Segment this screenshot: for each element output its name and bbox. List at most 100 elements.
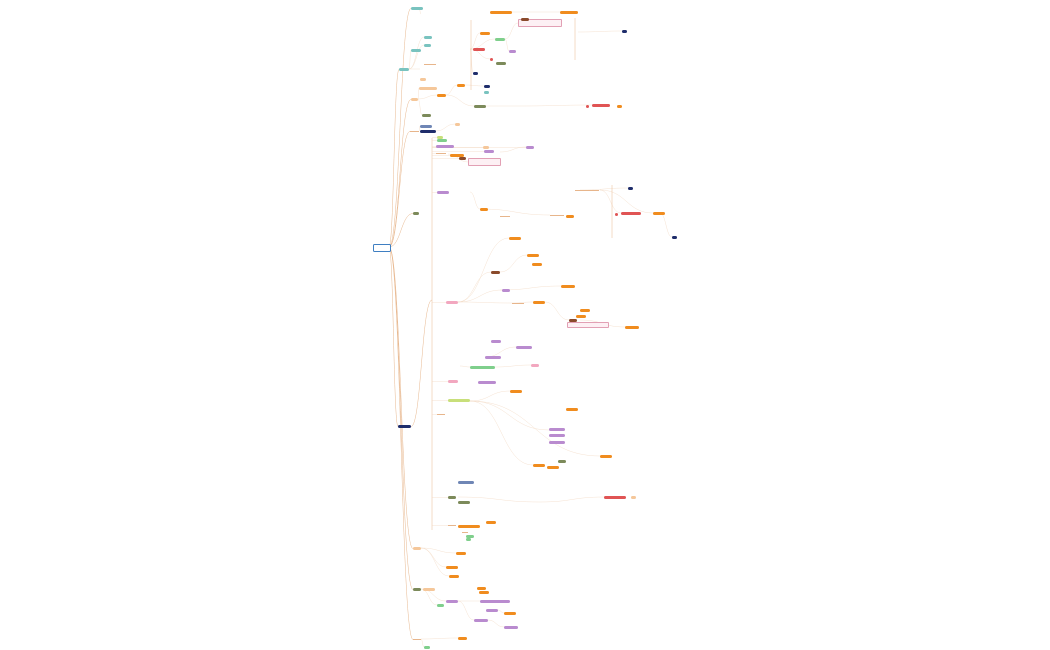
topic-node[interactable]	[420, 120, 432, 122]
topic-node[interactable]	[411, 49, 421, 52]
topic-node[interactable]	[672, 236, 677, 239]
topic-node[interactable]	[550, 214, 564, 216]
topic-node[interactable]	[424, 44, 431, 47]
topic-node[interactable]	[502, 289, 510, 292]
topic-node[interactable]	[479, 321, 489, 323]
topic-node[interactable]	[529, 381, 539, 383]
topic-node[interactable]	[457, 84, 465, 87]
topic-node[interactable]	[526, 146, 534, 149]
topic-node[interactable]	[540, 30, 552, 32]
topic-node[interactable]	[535, 375, 545, 377]
topic-node[interactable]	[446, 301, 458, 304]
topic-node[interactable]	[509, 50, 516, 53]
topic-node[interactable]	[500, 215, 510, 217]
topic-node[interactable]	[600, 455, 612, 458]
topic-node[interactable]	[507, 163, 517, 165]
topic-node[interactable]	[474, 619, 488, 622]
topic-node[interactable]	[546, 484, 556, 486]
topic-node[interactable]	[500, 220, 510, 222]
topic-node[interactable]	[504, 612, 516, 615]
topic-node[interactable]	[463, 167, 473, 169]
topic-node[interactable]	[428, 68, 440, 70]
topic-node[interactable]	[545, 165, 555, 167]
topic-node[interactable]	[524, 266, 534, 268]
topic-node[interactable]	[448, 524, 456, 526]
topic-node[interactable]	[510, 390, 522, 393]
topic-node[interactable]	[487, 213, 497, 215]
topic-node[interactable]	[458, 637, 467, 640]
topic-node[interactable]	[477, 587, 486, 590]
topic-node[interactable]	[491, 271, 500, 274]
topic-node[interactable]	[509, 431, 519, 433]
topic-node[interactable]	[518, 272, 528, 274]
topic-node[interactable]	[424, 36, 432, 39]
topic-node[interactable]	[437, 604, 444, 607]
topic-node[interactable]	[432, 56, 444, 58]
topic-node[interactable]	[510, 103, 522, 105]
topic-node[interactable]	[510, 380, 520, 382]
topic-node[interactable]	[448, 380, 458, 383]
topic-node[interactable]	[515, 425, 525, 427]
topic-node[interactable]	[489, 481, 499, 483]
topic-node[interactable]	[533, 301, 545, 304]
topic-node[interactable]	[562, 268, 572, 270]
topic-node[interactable]	[482, 168, 492, 170]
topic-node[interactable]	[481, 219, 491, 221]
topic-node[interactable]	[622, 30, 627, 33]
topic-node[interactable]	[495, 38, 505, 41]
topic-node[interactable]	[449, 575, 459, 578]
topic-node[interactable]	[491, 379, 501, 381]
topic-node[interactable]	[562, 102, 574, 104]
topic-node[interactable]	[496, 62, 506, 65]
topic-node[interactable]	[440, 88, 452, 90]
topic-node[interactable]	[506, 214, 516, 216]
topic-node[interactable]	[411, 7, 423, 10]
topic-node[interactable]	[566, 408, 578, 411]
topic-node[interactable]	[575, 189, 599, 191]
topic-node[interactable]	[464, 486, 474, 488]
topic-node[interactable]	[547, 433, 557, 435]
topic-node[interactable]	[628, 187, 633, 190]
topic-node[interactable]	[615, 213, 618, 216]
topic-node[interactable]	[419, 87, 437, 90]
topic-node[interactable]	[420, 130, 436, 133]
topic-node[interactable]	[516, 346, 532, 349]
topic-node[interactable]	[561, 319, 571, 321]
topic-node[interactable]	[432, 52, 444, 54]
topic-node[interactable]	[455, 123, 460, 126]
topic-node[interactable]	[448, 496, 456, 499]
root-topic[interactable]	[373, 244, 391, 252]
topic-node[interactable]	[653, 212, 665, 215]
topic-node[interactable]	[519, 221, 529, 223]
topic-node[interactable]	[413, 588, 421, 591]
topic-node[interactable]	[508, 482, 518, 484]
topic-node[interactable]	[564, 166, 574, 168]
topic-node[interactable]	[430, 72, 442, 74]
topic-node[interactable]	[437, 136, 443, 139]
topic-node[interactable]	[446, 566, 458, 569]
topic-node[interactable]	[420, 78, 426, 81]
topic-node[interactable]	[532, 263, 542, 266]
topic-node[interactable]	[537, 273, 547, 275]
topic-node[interactable]	[480, 208, 488, 211]
topic-node[interactable]	[453, 377, 463, 379]
topic-node[interactable]	[420, 68, 428, 70]
topic-node[interactable]	[491, 340, 501, 343]
topic-node[interactable]	[478, 381, 496, 384]
topic-node[interactable]	[504, 626, 518, 629]
topic-node[interactable]	[621, 212, 641, 215]
topic-node[interactable]	[399, 68, 409, 71]
topic-node[interactable]	[510, 112, 522, 114]
topic-node[interactable]	[528, 432, 538, 434]
topic-node[interactable]	[563, 217, 573, 219]
topic-node[interactable]	[597, 34, 609, 36]
topic-node[interactable]	[432, 48, 444, 50]
topic-node[interactable]	[512, 302, 524, 304]
topic-node[interactable]	[510, 95, 522, 97]
topic-node[interactable]	[448, 399, 470, 402]
topic-node[interactable]	[459, 157, 466, 160]
topic-node[interactable]	[423, 588, 435, 591]
topic-node[interactable]	[460, 320, 470, 322]
topic-node[interactable]	[432, 33, 444, 35]
topic-node[interactable]	[604, 496, 626, 499]
